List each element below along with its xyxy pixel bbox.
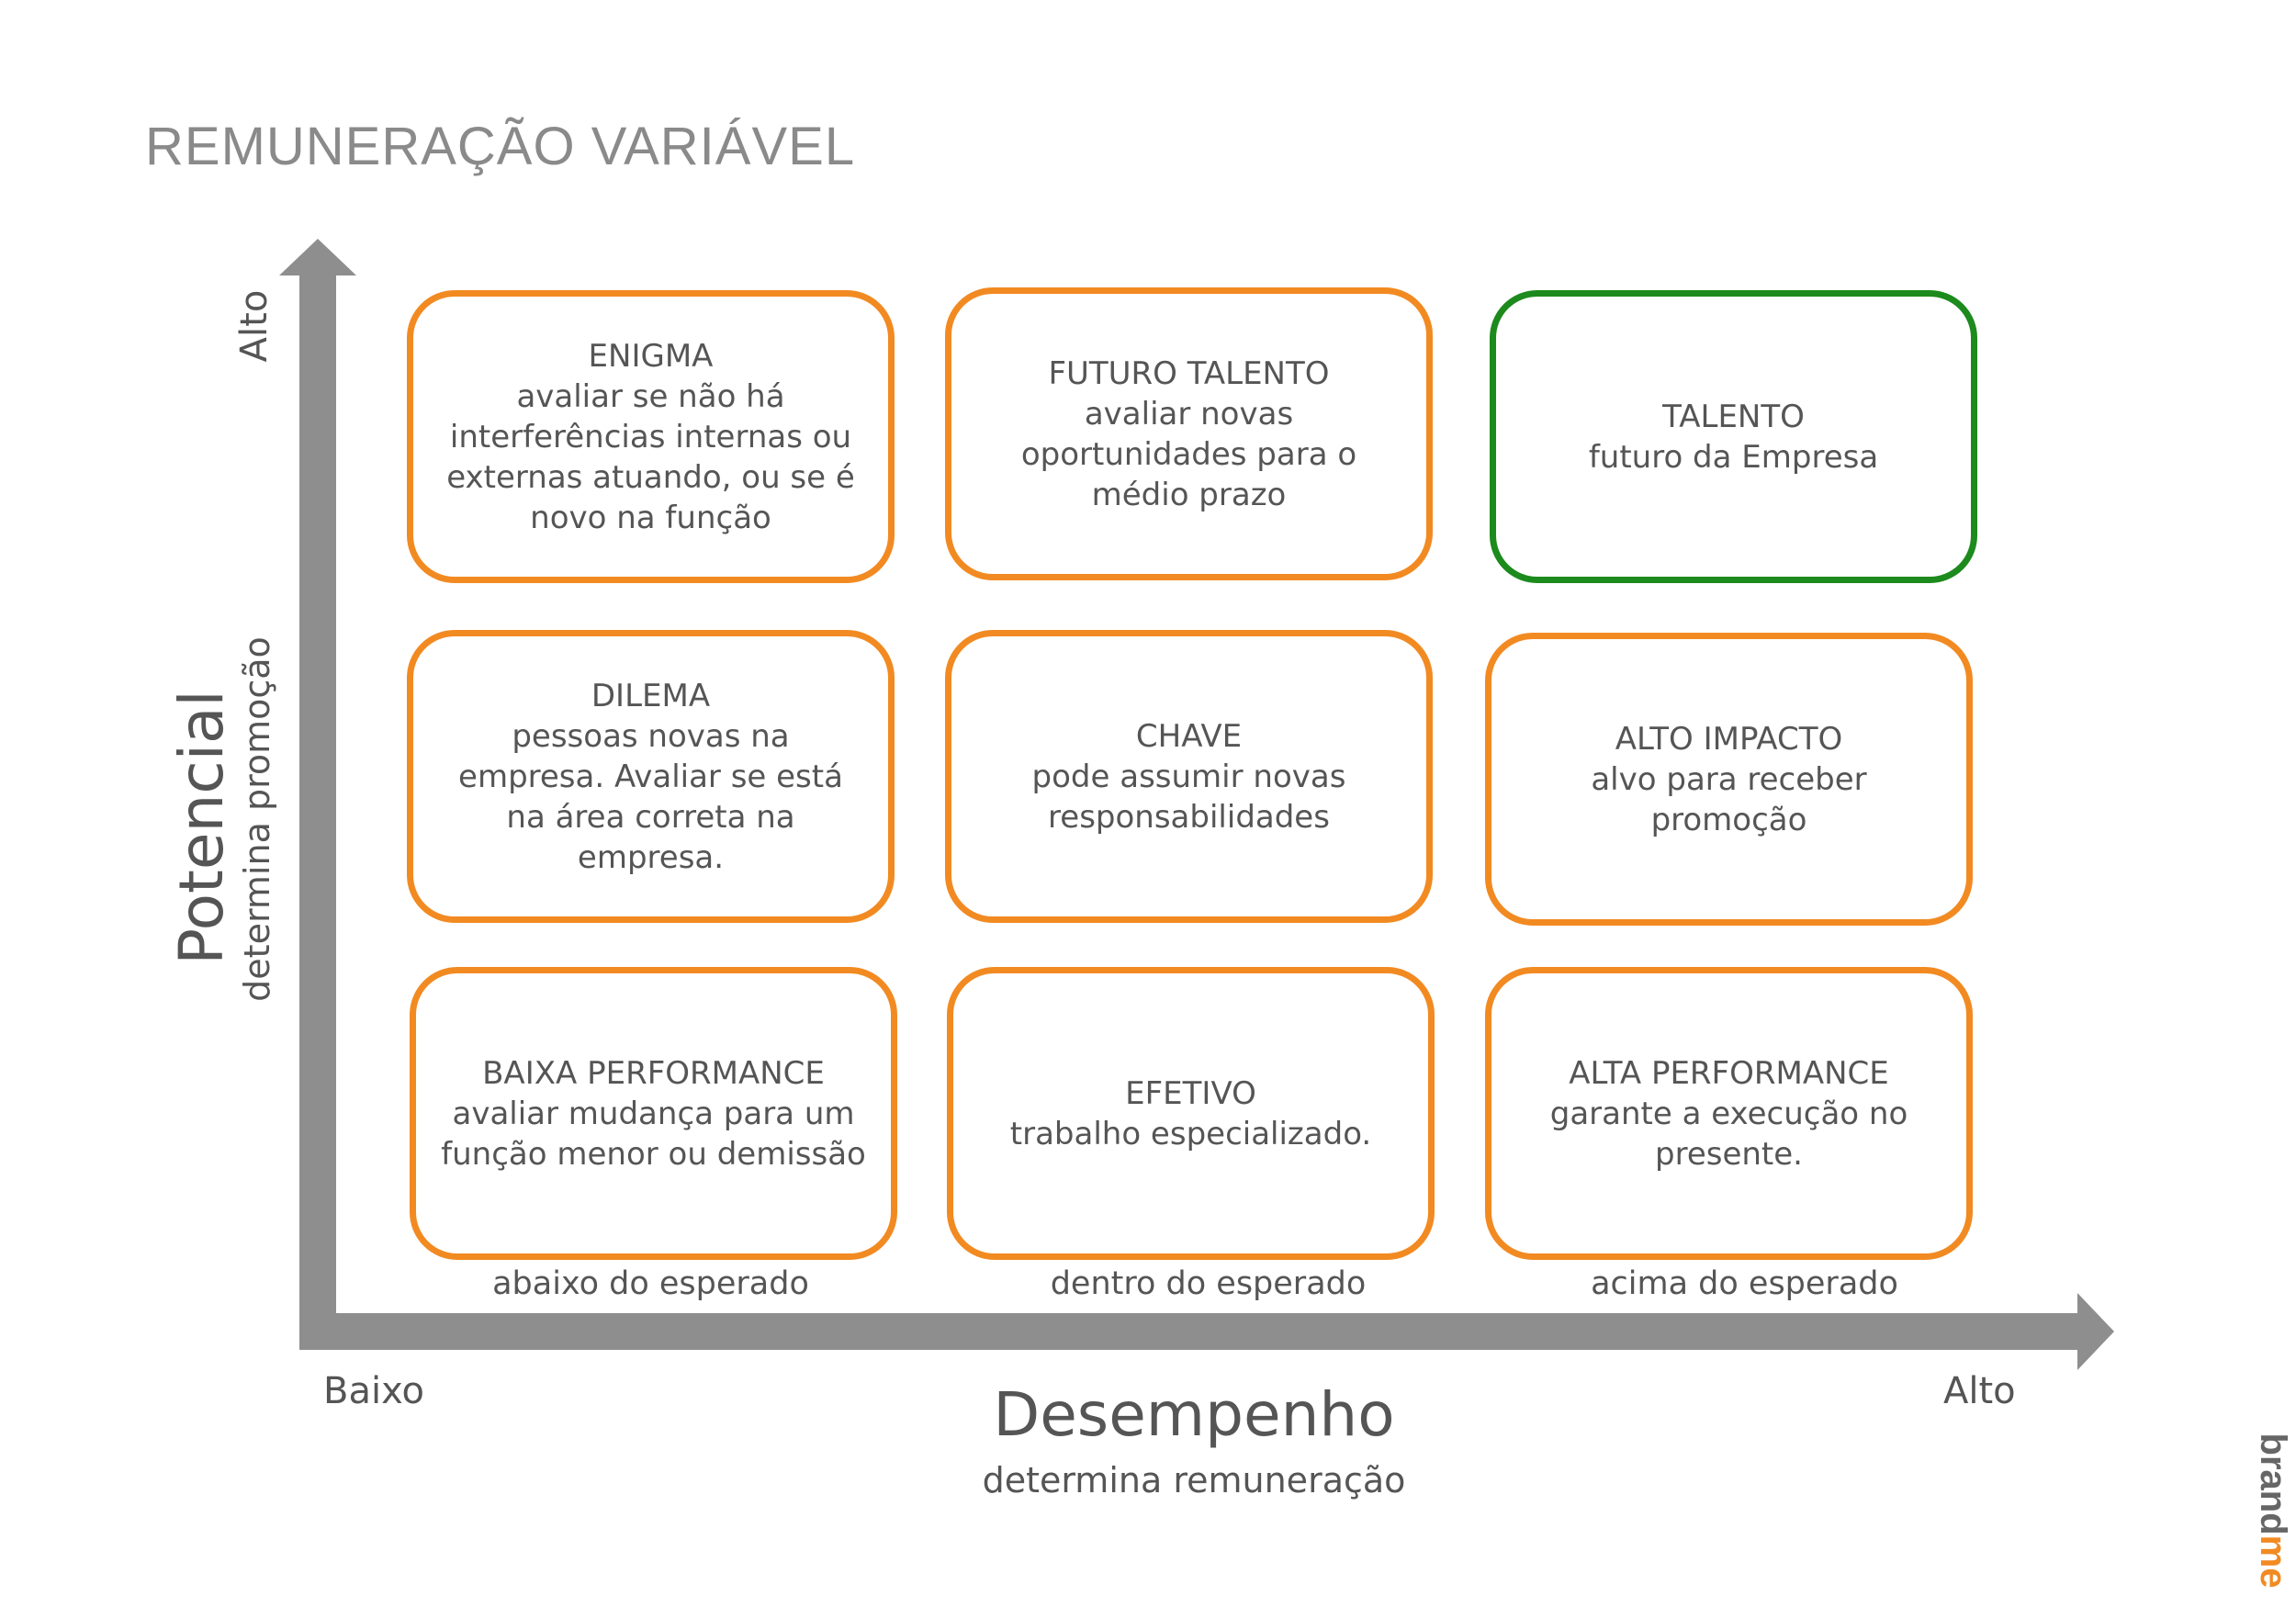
cell-description: avaliar mudança para um função menor ou … (441, 1095, 866, 1173)
cell-title: EFETIVO (1125, 1074, 1256, 1112)
x-axis-bar (299, 1313, 2081, 1350)
cell-description: pessoas novas na empresa. Avaliar se est… (458, 717, 843, 876)
cell-title: CHAVE (1135, 717, 1243, 755)
x-axis-subtitle: determina remuneração (982, 1460, 1406, 1500)
y-axis-subtitle: determina promoção (237, 636, 277, 1002)
brand-logo-accent: me (2253, 1534, 2293, 1589)
matrix-cell-efetivo: EFETIVO trabalho especializado. (947, 967, 1435, 1260)
brand-logo: brandme (2250, 1414, 2296, 1607)
column-label-below: abaixo do esperado (492, 1265, 809, 1302)
cell-description: futuro da Empresa (1588, 438, 1879, 476)
cell-title: TALENTO (1662, 398, 1805, 435)
cell-description: avaliar se não há interferências interna… (446, 377, 855, 536)
matrix-cell-baixa-performance: BAIXA PERFORMANCE avaliar mudança para u… (410, 967, 897, 1260)
cell-title: BAIXA PERFORMANCE (482, 1054, 825, 1092)
cell-title: DILEMA (591, 677, 711, 714)
cell-title: ENIGMA (588, 337, 714, 375)
matrix-cell-enigma: ENIGMA avaliar se não há interferências … (407, 290, 895, 583)
x-axis-arrow-icon (2077, 1293, 2114, 1370)
matrix-cell-chave: CHAVE pode assumir novas responsabilidad… (945, 630, 1433, 923)
cell-description: trabalho especializado. (1009, 1115, 1372, 1152)
cell-title: FUTURO TALENTO (1048, 354, 1330, 392)
column-label-above: acima do esperado (1591, 1265, 1898, 1302)
cell-description: avaliar novas oportunidades para o médio… (1020, 395, 1357, 513)
matrix-cell-alto-impacto: ALTO IMPACTO alvo para receber promoção (1485, 633, 1973, 926)
page-title: REMUNERAÇÃO VARIÁVEL (145, 117, 856, 176)
y-axis-arrow-icon (279, 239, 356, 275)
cell-title: ALTA PERFORMANCE (1569, 1054, 1889, 1092)
y-axis-bar (299, 266, 336, 1350)
matrix-cell-futuro-talento: FUTURO TALENTO avaliar novas oportunidad… (945, 287, 1433, 580)
x-axis-high-label: Alto (1943, 1370, 2016, 1412)
matrix-cell-alta-performance: ALTA PERFORMANCE garante a execução no p… (1485, 967, 1973, 1260)
cell-description: alvo para receber promoção (1591, 760, 1867, 838)
cell-description: pode assumir novas responsabilidades (1031, 758, 1346, 836)
y-axis-title: Potencial (166, 690, 237, 965)
brand-logo-text: brand (2253, 1433, 2293, 1535)
x-axis-title: Desempenho (993, 1379, 1395, 1450)
matrix-cell-talento: TALENTO futuro da Empresa (1490, 290, 1977, 583)
cell-description: garante a execução no presente. (1549, 1095, 1908, 1173)
matrix-cell-dilema: DILEMA pessoas novas na empresa. Avaliar… (407, 630, 895, 923)
y-axis-high-label: Alto (233, 289, 276, 363)
column-label-within: dentro do esperado (1050, 1265, 1367, 1302)
x-axis-low-label: Baixo (323, 1370, 424, 1412)
cell-title: ALTO IMPACTO (1615, 720, 1843, 758)
